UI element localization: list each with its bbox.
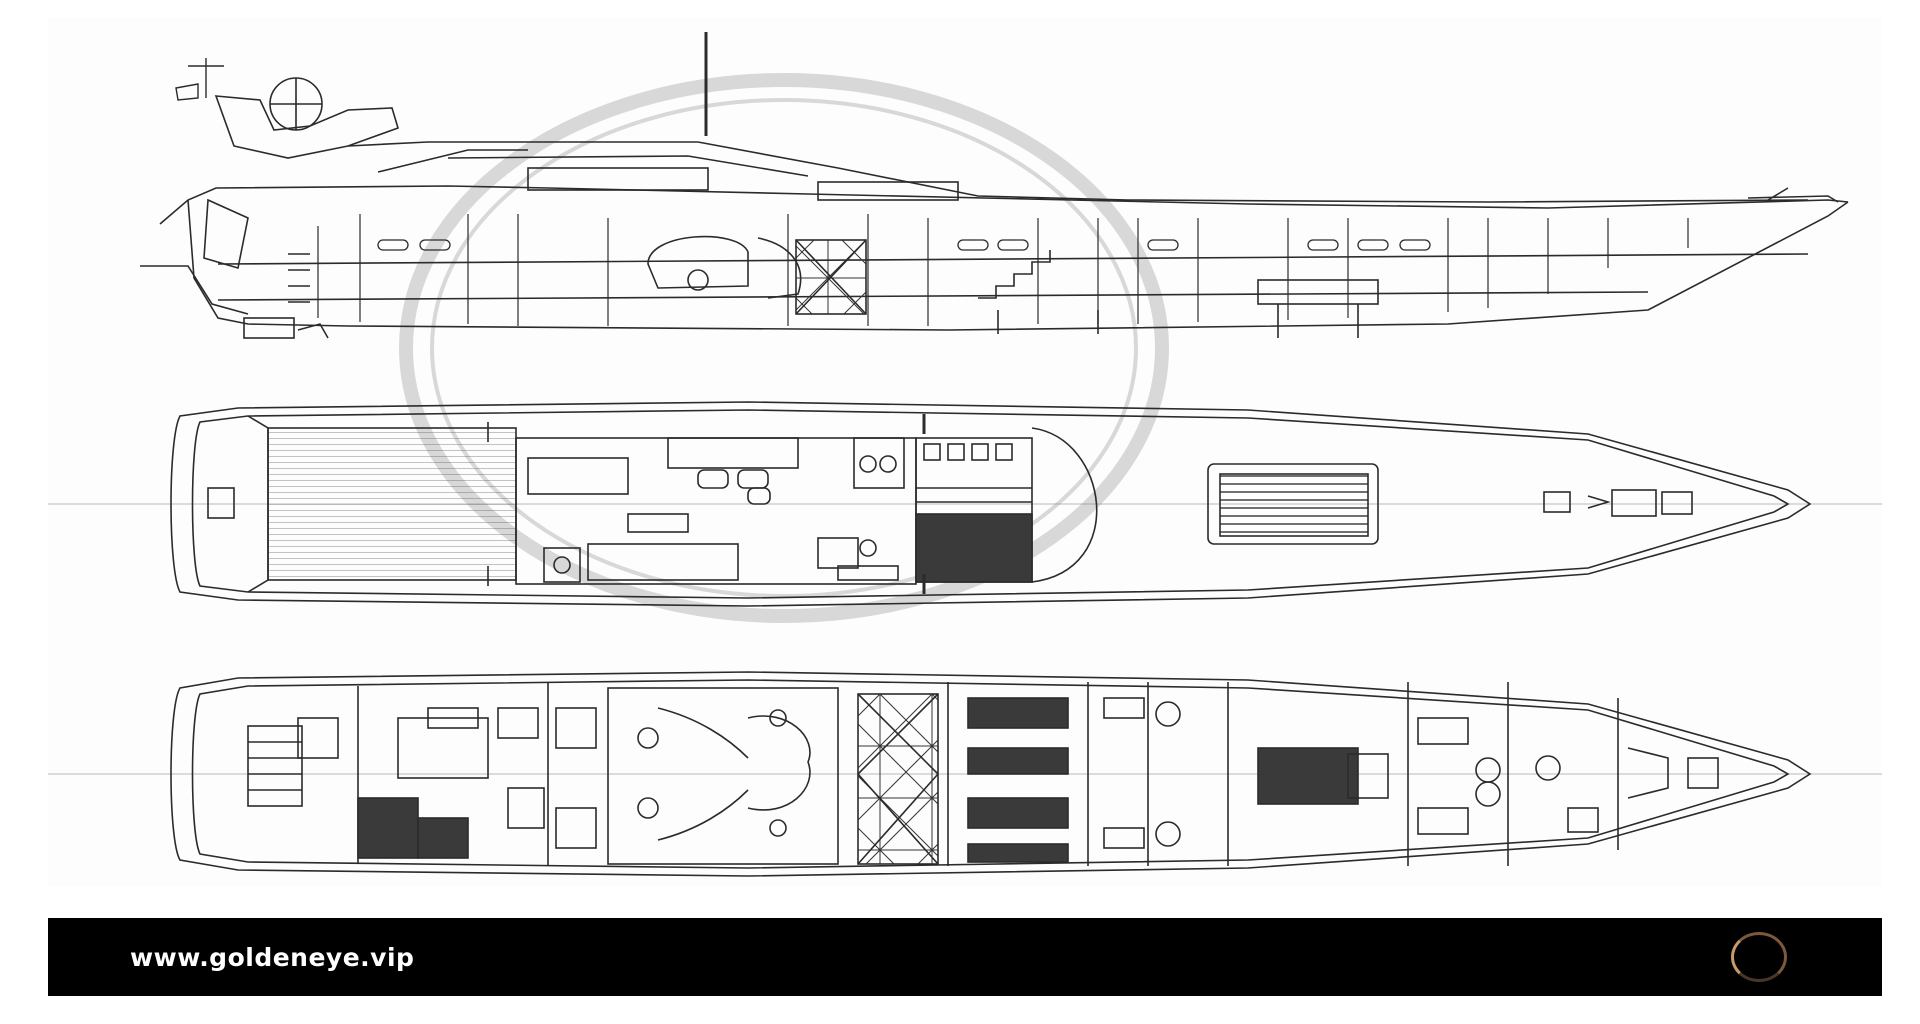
drawing-sheet: [48, 18, 1882, 886]
ring-logo-icon: [1731, 932, 1787, 982]
side-profile-drawing: [140, 32, 1849, 339]
deck-plan-drawing: [48, 401, 1882, 607]
website-url[interactable]: www.goldeneye.vip: [130, 942, 415, 972]
watermark-ring: [399, 73, 1169, 623]
footer-bar: www.goldeneye.vip: [48, 918, 1882, 996]
cabin-plan-drawing: [48, 671, 1882, 877]
yacht-drawings: [48, 32, 1882, 877]
